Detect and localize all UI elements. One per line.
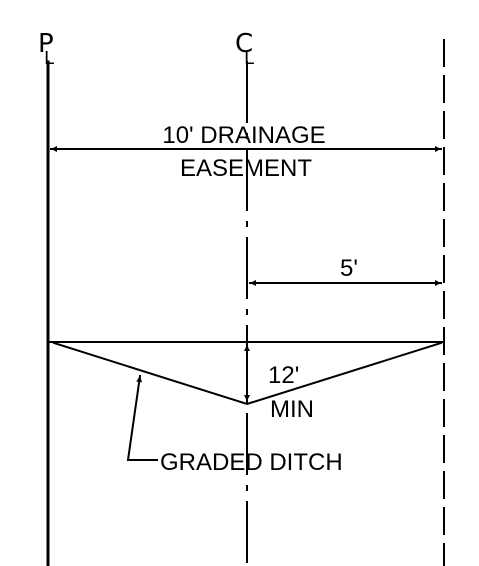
graded-ditch-label: GRADED DITCH: [160, 449, 343, 476]
centerline-c: C: [235, 29, 253, 59]
centerline-symbol: C L: [235, 29, 254, 69]
depth-label-line2: MIN: [270, 396, 314, 423]
graded-ditch-leader: [126, 374, 158, 461]
property-line-p: P: [38, 29, 54, 59]
centerline-l: L: [244, 48, 254, 69]
easement-label-line2: EASEMENT: [180, 155, 312, 182]
easement-label-line1: 10' DRAINAGE: [162, 122, 325, 149]
property-line-l: L: [44, 48, 54, 69]
depth-label-line1: 12': [268, 362, 299, 389]
property-line-symbol: P L: [38, 29, 54, 69]
ditch-profile: [52, 341, 443, 406]
half-width-label: 5': [340, 255, 358, 282]
